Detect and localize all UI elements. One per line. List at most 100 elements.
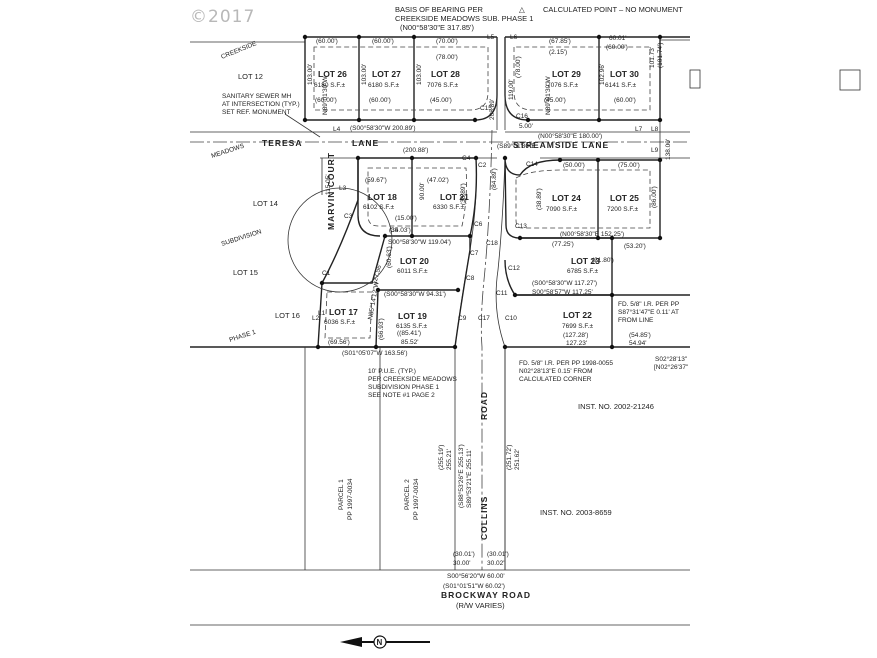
svg-text:(30.01'): (30.01') — [453, 551, 475, 558]
svg-text:C13: C13 — [515, 223, 527, 230]
north-letter: N — [377, 638, 383, 647]
svg-text:(77.25'): (77.25') — [552, 241, 574, 248]
found-ir-2b: S87°31'47"E 0.11' AT — [618, 308, 679, 316]
sewer-note-1: SANITARY SEWER MH — [222, 93, 292, 100]
found-ir-1b: N02°28'13"E 0.15' FROM — [519, 367, 593, 375]
sewer-note-3: SET REF. MONUMENT — [222, 109, 291, 116]
svg-text:C17: C17 — [478, 315, 490, 322]
svg-text:L2: L2 — [312, 315, 320, 322]
svg-text:(60.00'): (60.00') — [606, 44, 628, 51]
svg-text:(S89°01'30"E: (S89°01'30"E — [497, 142, 536, 150]
lot-17-label: LOT 17 — [329, 307, 358, 317]
svg-text:(251.72'): (251.72') — [506, 445, 513, 470]
svg-text:(S00°58'30"W 200.89'): (S00°58'30"W 200.89') — [350, 124, 416, 132]
svg-text:102.96': 102.96' — [599, 64, 606, 85]
lot-27-label: LOT 27 — [372, 69, 401, 79]
svg-text:90.00': 90.00' — [419, 182, 426, 200]
svg-text:(38.89'): (38.89') — [460, 183, 467, 205]
svg-text:(60.00'): (60.00') — [316, 38, 338, 45]
lot-29-area: 7076 S.F.± — [547, 82, 578, 89]
svg-text:(66.93'): (66.93') — [378, 318, 385, 340]
svg-text:30.02': 30.02' — [487, 560, 505, 567]
road-word-label: ROAD — [479, 391, 489, 420]
svg-text:C2: C2 — [478, 162, 487, 169]
svg-text:(60.00'): (60.00') — [614, 97, 636, 104]
basis-note-line1: BASIS OF BEARING PER — [395, 5, 484, 14]
parcel-1-pp: PP 1997-0034 — [347, 478, 354, 520]
svg-text:(54.85'): (54.85') — [629, 332, 651, 339]
setback-lots-24-25 — [515, 169, 651, 229]
svg-text:(38.89'): (38.89') — [536, 188, 543, 210]
svg-text:(86.00'): (86.00') — [651, 186, 658, 208]
svg-text:(127.28'): (127.28') — [563, 332, 588, 339]
block-lot-22 — [505, 294, 613, 348]
svg-text:(S00°58'30"W 117.27'): (S00°58'30"W 117.27') — [532, 279, 597, 287]
lot-22-label: LOT 22 — [563, 310, 592, 320]
svg-text:S00°58'30"W 119.04'): S00°58'30"W 119.04') — [388, 238, 451, 246]
lot-14-label: LOT 14 — [253, 199, 278, 208]
svg-text:(N00°58'30"E 180.00'): (N00°58'30"E 180.00') — [538, 132, 602, 140]
calc-point-symbol: △ — [519, 5, 526, 14]
svg-text:S00°58'57"W 117.25': S00°58'57"W 117.25' — [532, 288, 593, 296]
svg-text:(50.00'): (50.00') — [563, 162, 585, 169]
svg-text:(15.00'): (15.00') — [395, 215, 417, 222]
lot-19-label: LOT 19 — [398, 311, 427, 321]
svg-text:208.89': 208.89' — [489, 99, 496, 120]
svg-text:(S01°01'51"W 60.02'): (S01°01'51"W 60.02') — [443, 582, 505, 590]
svg-text:(S00°58'30"W 94.31'): (S00°58'30"W 94.31') — [384, 290, 446, 298]
svg-text:255.21': 255.21' — [446, 449, 453, 470]
svg-text:C14: C14 — [526, 161, 538, 168]
svg-text:(59.67'): (59.67') — [365, 177, 387, 184]
svg-text:C16: C16 — [516, 113, 528, 120]
map-fragment — [689, 69, 701, 89]
found-ir-2a: FD. 5/8" I.R. PER PP — [618, 301, 679, 308]
pue-note-2: PER CREEKSIDE MEADOWS — [368, 376, 458, 383]
svg-text:251.62': 251.62' — [514, 449, 521, 470]
lot-29-label: LOT 29 — [552, 69, 581, 79]
lot-23-label: LOT 23 — [571, 256, 600, 266]
pue-note-1: 10' P.U.E. (TYP.) — [368, 368, 416, 375]
parcel-1-label: PARCEL 1 — [338, 479, 345, 510]
svg-text:N89°01'30"W: N89°01'30"W — [544, 75, 552, 115]
lot-26-area: 6180 S.F.± — [314, 82, 345, 89]
svg-text:C18: C18 — [486, 240, 498, 247]
pue-note-3: SUBDIVISION PHASE 1 — [368, 384, 440, 391]
north-arrow-icon: N — [340, 635, 430, 649]
lot-12-label: LOT 12 — [238, 72, 263, 81]
parcel-2-pp: PP 1997-0034 — [413, 478, 420, 520]
lot-24-label: LOT 24 — [552, 193, 581, 203]
svg-text:C11: C11 — [496, 290, 508, 297]
setback-lots-18-21 — [367, 167, 467, 227]
rw-varies-label: (R/W VARIES) — [456, 601, 505, 610]
svg-text:L5: L5 — [487, 34, 495, 41]
svg-text:(69.56'): (69.56') — [328, 339, 350, 346]
svg-text:60.01': 60.01' — [609, 35, 627, 42]
svg-text:5.00': 5.00' — [519, 123, 533, 130]
brockway-road-label: BROCKWAY ROAD — [441, 590, 531, 600]
svg-text:(60.00'): (60.00') — [372, 38, 394, 45]
creekside-label: CREEKSIDE — [220, 40, 258, 61]
svg-text:(84.89'): (84.89') — [491, 168, 498, 190]
svg-text:C8: C8 — [466, 275, 475, 282]
svg-text:N85°14'12"W: N85°14'12"W — [366, 280, 381, 320]
phase-label: PHASE 1 — [228, 329, 257, 344]
lot-15-label: LOT 15 — [233, 268, 258, 277]
svg-text:L3: L3 — [339, 185, 347, 192]
svg-text:(60.00'): (60.00') — [369, 97, 391, 104]
svg-text:C1: C1 — [322, 270, 331, 277]
svg-text:127.23': 127.23' — [566, 340, 587, 347]
setback-lot-17 — [324, 291, 373, 339]
svg-text:L8: L8 — [651, 126, 659, 133]
svg-text:C4: C4 — [462, 155, 471, 162]
svg-text:(53.20'): (53.20') — [624, 243, 646, 250]
svg-text:(34.03'): (34.03') — [389, 227, 411, 234]
svg-text:(101.74'): (101.74') — [657, 43, 664, 68]
found-ir-1a: FD. 5/8" I.R. PER PP 1998-0055 — [519, 360, 613, 367]
marvin-road-label: MARVIN COURT — [326, 152, 336, 230]
lot-line-17-19 — [375, 289, 379, 348]
svg-text:(67.85'): (67.85') — [549, 38, 571, 45]
curve-line-labels: C1 C2 C3 C4 C5 C6 C7 C8 C9 C10 C11 C12 C… — [312, 34, 659, 322]
calc-point-legend: CALCULATED POINT – NO MONUMENT — [543, 5, 683, 14]
svg-text:(47.02'): (47.02') — [427, 177, 449, 184]
lot-28-area: 7076 S.F.± — [427, 82, 458, 89]
